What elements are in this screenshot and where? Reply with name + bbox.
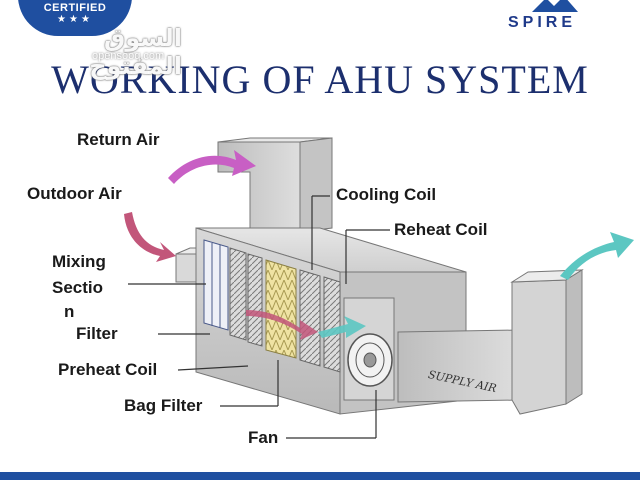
supply-air-arrow-icon [560,232,634,280]
brand-name: SPIRE [508,14,577,31]
label-reheat-coil: Reheat Coil [394,220,488,239]
bag-filter-bank [265,259,297,359]
filter-bank [229,247,247,341]
label-cooling-coil: Cooling Coil [336,185,437,204]
return-air-arrow-icon [168,150,256,184]
leader-lines [128,195,390,439]
fan-assembly [343,297,395,401]
internal-airflow-arrow-icon [246,310,318,340]
label-outdoor-air: Outdoor Air [27,184,122,203]
footer-bar [0,472,640,480]
internal-airflow-arrow-2-icon [318,316,366,338]
watermark-arabic: السوق المفتوح [89,24,182,80]
preheat-coil-bank [247,253,263,347]
watermark-latin: opensooq.com [92,50,165,62]
certified-badge: CERTIFIED ★★★ [18,0,132,36]
label-mixing-line-2: Sectio [52,278,104,297]
mixing-section-grille [203,239,229,331]
label-return-air: Return Air [77,130,160,149]
spire-logo-icon [532,0,578,12]
badge-stars: ★★★ [57,14,93,25]
label-fan: Fan [248,428,279,447]
supply-air-duct [397,269,584,415]
reheat-coil-bank [323,276,341,373]
cooling-coil-bank [299,269,321,367]
label-mixing-line-1: Mixing [52,252,106,271]
label-mixing-line-3: n [64,302,75,321]
badge-text: CERTIFIED [43,2,107,14]
label-filter: Filter [76,324,118,343]
label-preheat-coil: Preheat Coil [58,360,158,379]
outdoor-air-arrow-icon [124,212,176,262]
page-title: WORKING OF AHU SYSTEM [51,57,589,102]
label-bag-filter: Bag Filter [124,396,203,415]
